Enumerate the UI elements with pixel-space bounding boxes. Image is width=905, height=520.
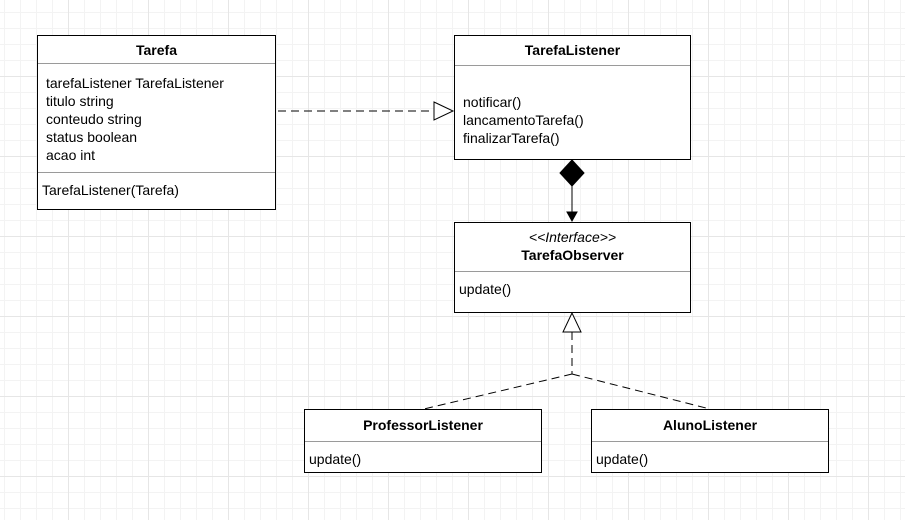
attribute: status boolean <box>46 129 138 145</box>
operation: update() <box>459 281 512 297</box>
operation: update() <box>596 451 649 467</box>
class-name: TarefaObserver <box>521 247 624 263</box>
operations-section: notificar() lancamentoTarefa() finalizar… <box>455 66 690 147</box>
composition-edge[interactable] <box>559 159 585 223</box>
tarefa-realization-edge[interactable] <box>278 101 455 121</box>
operation: finalizarTarefa() <box>463 130 560 146</box>
class-name: TarefaListener <box>455 36 690 66</box>
attributes-section: tarefaListener TarefaListener titulo str… <box>38 64 275 172</box>
class-aluno-listener[interactable]: AlunoListener update() <box>591 409 829 473</box>
operations-section: update() <box>455 272 690 298</box>
class-header: <<Interface>> TarefaObserver <box>455 223 690 272</box>
class-tarefa-listener[interactable]: TarefaListener notificar() lancamentoTar… <box>454 35 691 160</box>
arrowhead-icon <box>566 211 578 223</box>
operations-section: update() <box>592 442 828 468</box>
class-tarefa[interactable]: Tarefa tarefaListener TarefaListener tit… <box>37 35 276 210</box>
attribute: acao int <box>46 147 96 163</box>
observer-realization-edges[interactable] <box>423 311 711 410</box>
stereotype-label: <<Interface>> <box>528 229 617 245</box>
operations-section: TarefaListener(Tarefa) <box>38 172 275 199</box>
class-name: AlunoListener <box>592 410 828 442</box>
filled-diamond-icon <box>559 159 585 187</box>
operation: notificar() <box>463 94 522 110</box>
class-professor-listener[interactable]: ProfessorListener update() <box>304 409 542 473</box>
class-tarefa-observer[interactable]: <<Interface>> TarefaObserver update() <box>454 222 691 313</box>
attribute: tarefaListener TarefaListener <box>46 75 224 91</box>
attribute: titulo string <box>46 93 114 109</box>
attribute: conteudo string <box>46 111 142 127</box>
operation: TarefaListener(Tarefa) <box>42 182 179 198</box>
hollow-triangle-arrowhead <box>562 311 582 333</box>
hollow-triangle-arrowhead <box>433 101 455 121</box>
class-name: Tarefa <box>38 36 275 64</box>
class-name: ProfessorListener <box>305 410 541 442</box>
operation: lancamentoTarefa() <box>463 112 584 128</box>
operations-section: update() <box>305 442 541 468</box>
operation: update() <box>309 451 362 467</box>
